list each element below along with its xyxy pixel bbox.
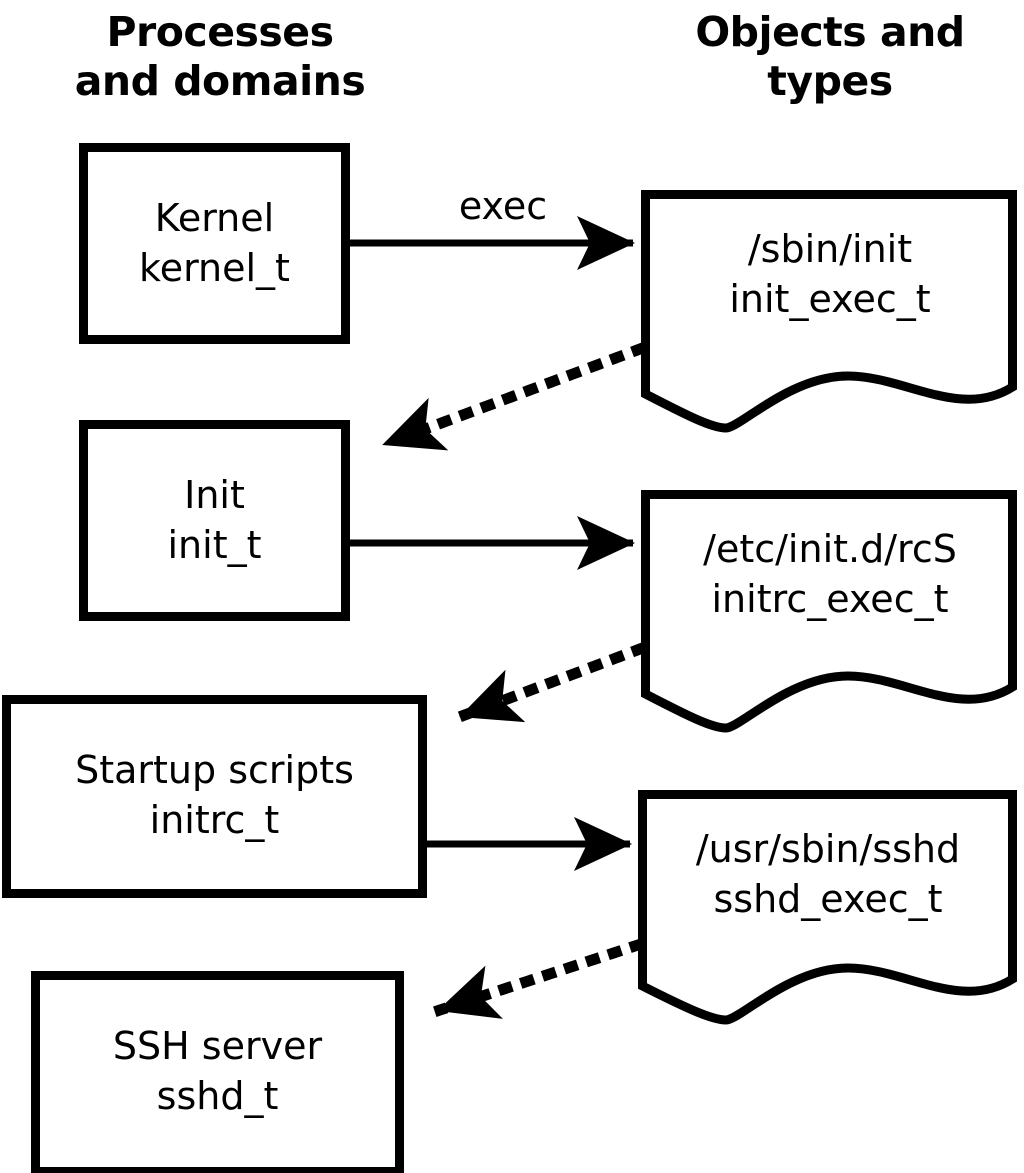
- object-node-sshd-exec-shape: [638, 790, 1017, 1025]
- edge-transition-init-line: [377, 341, 648, 452]
- object-node-sshd-exec[interactable]: [638, 790, 1017, 1025]
- column-heading-processes: Processes and domains: [74, 8, 366, 105]
- edge-transition-initrc-line: [454, 641, 648, 724]
- process-node-kernel-shape: [79, 143, 350, 344]
- edge-transition-sshd-line: [433, 938, 645, 1019]
- edge-label-exec: exec: [458, 184, 548, 228]
- process-node-initrc[interactable]: [2, 695, 427, 898]
- object-node-initrc-exec[interactable]: [641, 490, 1017, 733]
- edge-sshd-exec-transition-sshd[interactable]: [433, 938, 645, 1019]
- process-node-sshd[interactable]: [31, 971, 404, 1173]
- object-node-init-exec[interactable]: [641, 190, 1017, 433]
- process-node-init[interactable]: [79, 420, 350, 621]
- object-node-init-exec-shape: [641, 190, 1017, 433]
- process-node-initrc-shape: [2, 695, 427, 898]
- edge-initrc-exec-transition-initrc[interactable]: [454, 641, 648, 724]
- object-node-initrc-exec-shape: [641, 490, 1017, 733]
- edge-init-exec-transition-init[interactable]: [377, 341, 648, 452]
- process-node-kernel[interactable]: [79, 143, 350, 344]
- process-node-sshd-shape: [31, 971, 404, 1173]
- column-heading-objects: Objects and types: [695, 8, 965, 105]
- process-node-init-shape: [79, 420, 350, 621]
